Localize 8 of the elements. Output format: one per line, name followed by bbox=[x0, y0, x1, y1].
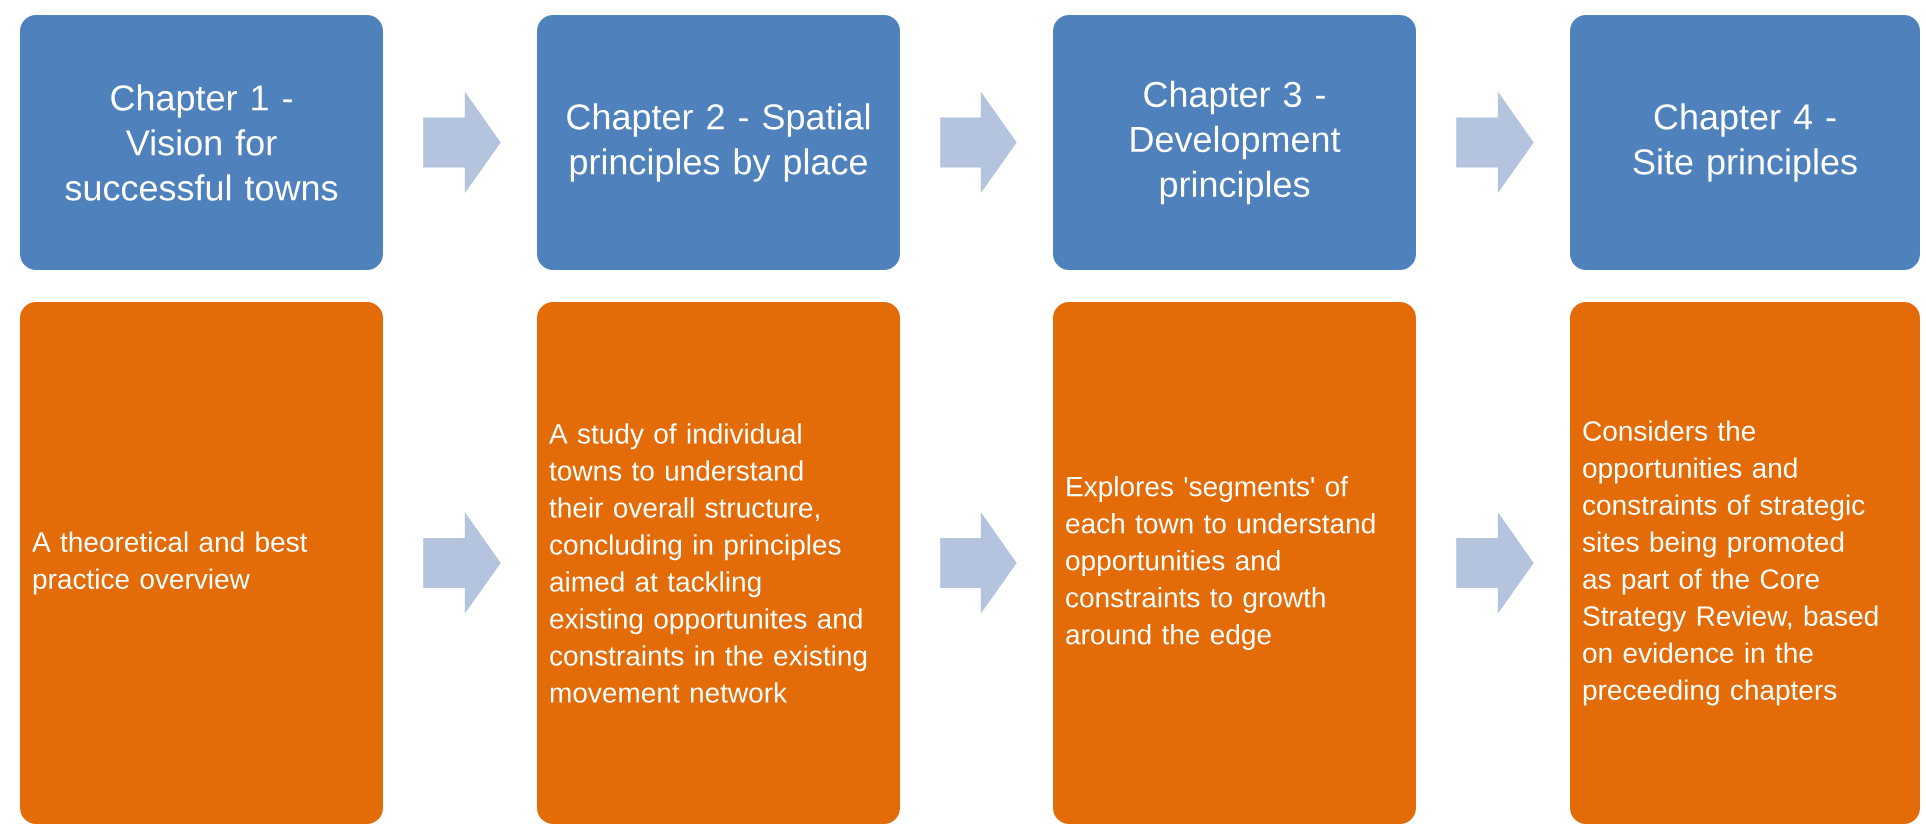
description-box: A theoretical and best practice overview bbox=[20, 302, 383, 824]
chapter-box: Chapter 4 - Site principles bbox=[1570, 15, 1920, 270]
chapter-box: Chapter 1 - Vision for successful towns bbox=[20, 15, 383, 270]
description-box: Explores 'segments' of each town to understand opportunities and constraints to growth around the edge bbox=[1053, 302, 1416, 824]
description-box: Considers the opportunities and constraints of strategic sites being promoted as part of the Core Strategy Review, based on evidence in the preceeding chapters bbox=[1570, 302, 1920, 824]
description-box: A study of individual towns to understand their overall structure, concluding in principles aimed at tackling existing opportunites and constraints in the existing movement network bbox=[537, 302, 900, 824]
chapter-box: Chapter 2 - Spatial principles by place bbox=[537, 15, 900, 270]
chapter-box: Chapter 3 - Development principles bbox=[1053, 15, 1416, 270]
